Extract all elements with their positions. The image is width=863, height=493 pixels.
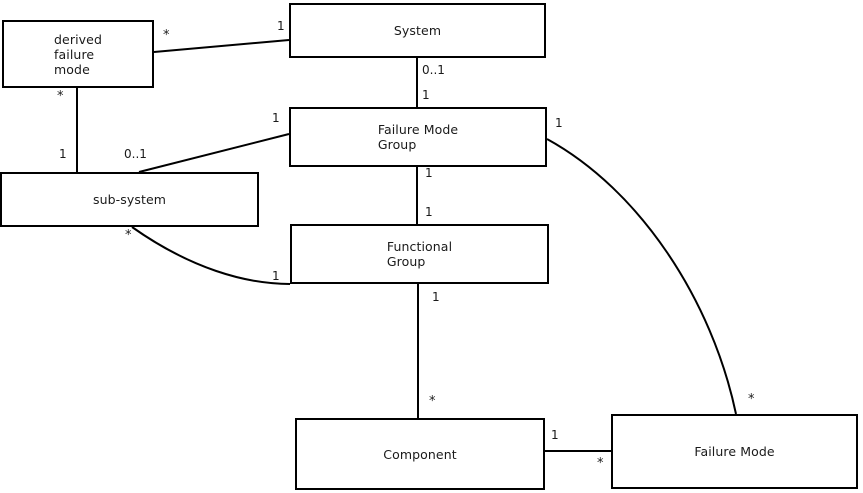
multiplicity-label-mult-component-fm-one: 1: [551, 428, 559, 442]
class-name-sub-system: sub-system: [92, 192, 167, 207]
class-name-functional-group: Functional Group: [386, 239, 453, 269]
multiplicity-label-mult-subsystem-fg-star: *: [125, 228, 132, 243]
association-sub-system--functional-group: [131, 226, 291, 285]
association-sub-system--failure-mode-group: [138, 133, 290, 173]
multiplicity-label-mult-system-fmg-zero-one: 0..1: [422, 63, 445, 77]
multiplicity-label-mult-subsystem-fmg-zero-one: 0..1: [124, 147, 147, 161]
multiplicity-label-mult-fg-subsystem-one: 1: [272, 269, 280, 283]
multiplicity-label-mult-fmg-fm-one: 1: [555, 116, 563, 130]
multiplicity-label-mult-fm-component-star: *: [597, 456, 604, 471]
class-box-failure-mode-group[interactable]: Failure Mode Group: [289, 107, 547, 167]
multiplicity-label-mult-fg-component-one: 1: [432, 290, 440, 304]
class-name-derived-failure-mode: derived failure mode: [54, 31, 102, 77]
multiplicity-label-mult-component-fg-star: *: [429, 394, 436, 409]
multiplicity-label-mult-fg-fmg-one: 1: [425, 205, 433, 219]
class-name-system: System: [393, 23, 442, 38]
class-box-component[interactable]: Component: [295, 418, 545, 490]
multiplicity-label-mult-subsystem-dfm-one: 1: [59, 147, 67, 161]
class-name-failure-mode-group: Failure Mode Group: [377, 122, 459, 152]
class-box-failure-mode[interactable]: Failure Mode: [611, 414, 858, 489]
association-failure-mode-group--failure-mode: [546, 138, 737, 415]
class-name-failure-mode: Failure Mode: [694, 444, 775, 459]
multiplicity-label-mult-dfm-subsystem-star: *: [57, 89, 64, 104]
multiplicity-label-mult-fm-fmg-star: *: [748, 392, 755, 407]
class-name-component: Component: [383, 446, 457, 462]
multiplicity-label-mult-dfm-system-star: *: [163, 28, 170, 43]
class-box-functional-group[interactable]: Functional Group: [290, 224, 549, 284]
class-box-derived-failure-mode[interactable]: derived failure mode: [2, 20, 154, 88]
multiplicity-label-mult-fmg-fg-one: 1: [425, 166, 433, 180]
multiplicity-label-mult-system-dfm-one: 1: [277, 19, 285, 33]
association-derived-failure-mode--system: [153, 39, 290, 53]
class-box-system[interactable]: System: [289, 3, 546, 58]
multiplicity-label-mult-fmg-subsystem-one: 1: [272, 111, 280, 125]
multiplicity-label-mult-fmg-system-one: 1: [422, 88, 430, 102]
class-box-sub-system[interactable]: sub-system: [0, 172, 259, 227]
